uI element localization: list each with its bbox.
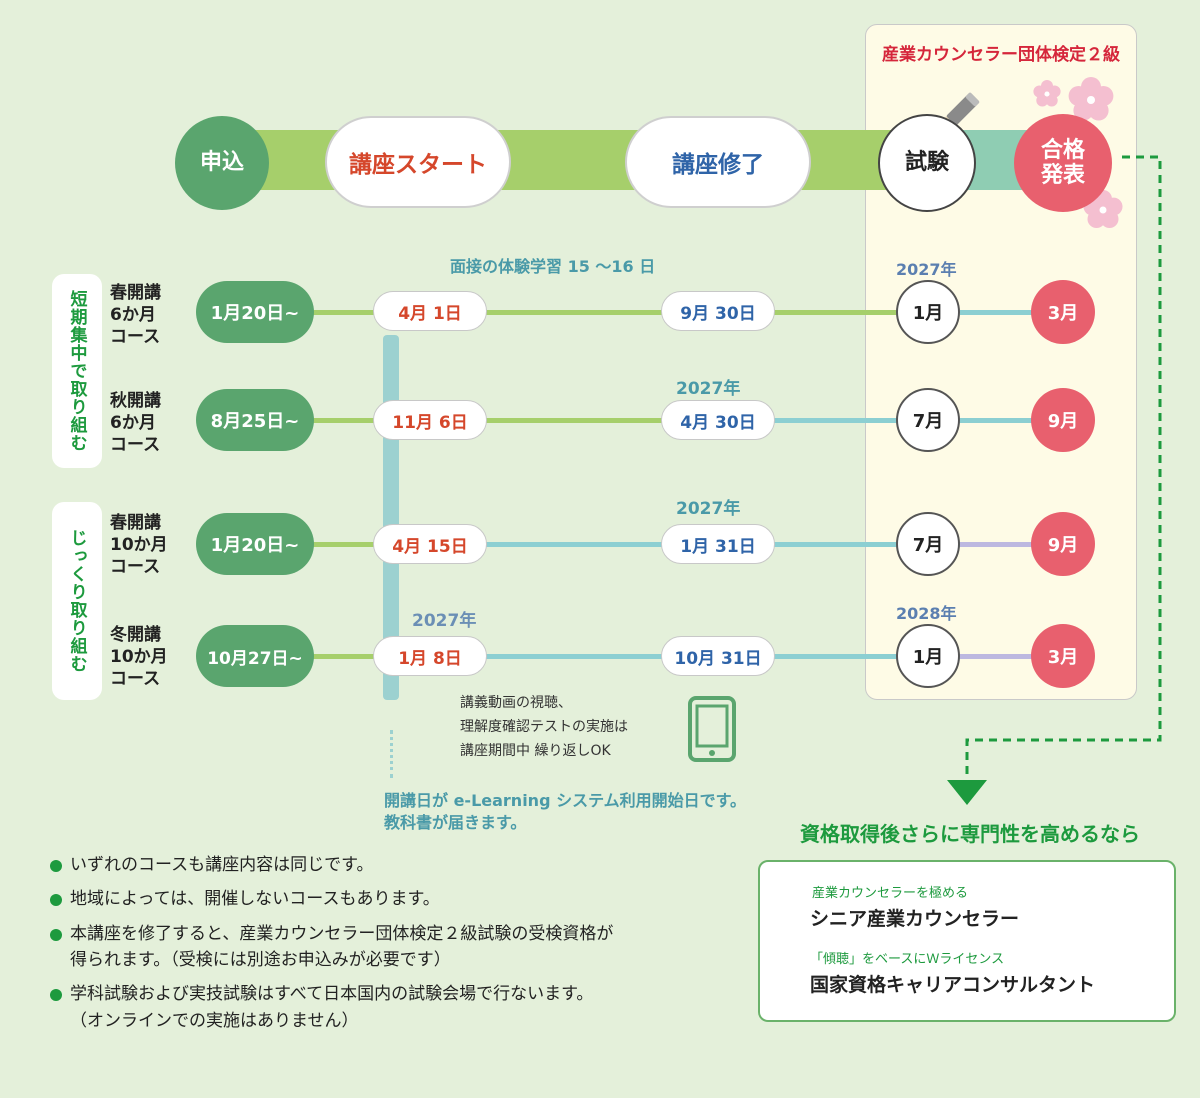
apply-date: 8月25日~	[196, 389, 314, 451]
group-tab-short: 短期集中で取り組む	[52, 274, 102, 468]
exam-month: 1月	[896, 280, 960, 344]
exam-step-label: 試験	[904, 150, 949, 176]
group-label-long: じっくり取り組む	[66, 529, 87, 673]
apply-step: 申込	[175, 116, 269, 210]
row-line	[300, 310, 900, 315]
course-start-label: 講座スタート	[349, 152, 487, 178]
result-step: 合格 発表	[1014, 114, 1112, 212]
exam-step: 試験	[878, 114, 976, 212]
list-item: 本講座を修了すると、産業カウンセラー団体検定２級試験の受検資格が 得られます。（…	[48, 921, 748, 974]
apply-date: 1月20日~	[196, 513, 314, 575]
exam-month: 1月	[896, 624, 960, 688]
exam-month: 7月	[896, 388, 960, 452]
advance-title: 資格取得後さらに専門性を高めるなら	[800, 822, 1140, 846]
apply-date: 10月27日~	[196, 625, 314, 687]
row-line	[680, 418, 1040, 423]
exam-month: 7月	[896, 512, 960, 576]
course-label: 春開講 6か月 コース	[110, 283, 161, 348]
course-label: 冬開講 10か月 コース	[110, 625, 168, 690]
end-year: 2027年	[676, 499, 741, 519]
group-label-short: 短期集中で取り組む	[66, 290, 87, 452]
cherry-blossom-icon	[1033, 77, 1123, 228]
start-date: 4月 15日	[373, 524, 487, 564]
apply-step-label: 申込	[199, 150, 244, 176]
advance-item1-sub: 産業カウンセラーを極める	[812, 886, 969, 901]
result-step-label: 合格 発表	[1040, 137, 1085, 188]
exam-year: 2027年	[896, 260, 957, 279]
end-year: 2027年	[676, 379, 741, 399]
course-label: 春開講 10か月 コース	[110, 513, 168, 578]
advance-item2-main: 国家資格キャリアコンサルタント	[810, 974, 1096, 996]
course-start-step: 講座スタート	[325, 116, 511, 208]
result-month: 9月	[1031, 512, 1095, 576]
flow-band	[215, 130, 935, 190]
course-label: 秋開講 6か月 コース	[110, 391, 161, 456]
apply-date: 1月20日~	[196, 281, 314, 343]
advance-item1-main: シニア産業カウンセラー	[810, 908, 1020, 930]
end-date: 10月 31日	[661, 636, 775, 676]
course-end-step: 講座修了	[625, 116, 811, 208]
list-item: 学科試験および実技試験はすべて日本国内の試験会場で行ないます。 （オンラインでの…	[48, 981, 748, 1034]
course-end-label: 講座修了	[672, 152, 764, 178]
end-date: 9月 30日	[661, 291, 775, 331]
list-item: 地域によっては、開催しないコースもあります。	[48, 886, 748, 912]
list-item: いずれのコースも講座内容は同じです。	[48, 852, 748, 878]
row-line	[960, 542, 1040, 547]
start-date: 11月 6日	[373, 400, 487, 440]
row-line	[960, 310, 1040, 315]
start-date: 1月 8日	[373, 636, 487, 676]
advance-box: 産業カウンセラーを極める シニア産業カウンセラー 「傾聴」をベースにＷライセンス…	[758, 860, 1176, 1022]
advance-item2-sub: 「傾聴」をベースにＷライセンス	[810, 952, 1005, 967]
interview-note: 面接の体験学習 15 ～16 日	[450, 257, 656, 276]
group-tab-long: じっくり取り組む	[52, 502, 102, 700]
end-date: 4月 30日	[661, 400, 775, 440]
row-line	[300, 418, 680, 423]
result-month: 3月	[1031, 624, 1095, 688]
dashed-connector	[947, 155, 1162, 805]
notes-list: いずれのコースも講座内容は同じです。 地域によっては、開催しないコースもあります…	[48, 852, 748, 1042]
start-year: 2027年	[412, 611, 477, 631]
end-date: 1月 31日	[661, 524, 775, 564]
result-month: 9月	[1031, 388, 1095, 452]
video-note: 講義動画の視聴、 理解度確認テストの実施は 講座期間中 繰り返しOK	[460, 695, 628, 759]
tablet-icon	[688, 696, 736, 762]
exam-year: 2028年	[896, 604, 957, 623]
elearning-note: 開講日が e-Learning システム利用開始日です。 教科書が届きます。	[384, 791, 747, 833]
elearning-dots	[390, 730, 393, 778]
start-date: 4月 1日	[373, 291, 487, 331]
exam-panel-title: 産業カウンセラー団体検定２級	[882, 45, 1120, 65]
arrow-down-icon	[947, 780, 987, 805]
result-month: 3月	[1031, 280, 1095, 344]
row-line	[960, 654, 1040, 659]
